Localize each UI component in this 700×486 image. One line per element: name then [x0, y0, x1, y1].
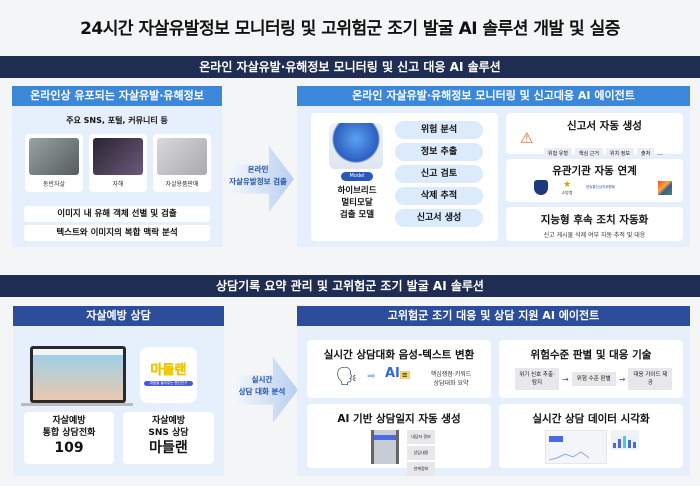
panel-header: 자살예방 상담: [13, 306, 224, 326]
fire-agency-logo-icon: ★소방청: [561, 180, 573, 195]
sns-logos-icon: [658, 180, 672, 195]
arrow-icon: ➡: [367, 371, 376, 382]
monitoring-agent-panel: 온라인 자살유발·유해정보 모니터링 및 신고대응 AI 에이전트 Model …: [297, 86, 690, 247]
panel-header: 온라인상 유포되는 자살유발·유해정보: [12, 86, 222, 106]
page-title: 24시간 자살유발정보 모니터링 및 고위험군 조기 발굴 AI 솔루션 개발 …: [80, 19, 620, 39]
card-title: 실시간 상담 데이터 시각화: [532, 413, 650, 425]
platforms-subtitle: 주요 SNS, 포털, 커뮤니티 등: [66, 116, 168, 125]
dashboard-chart-image: [545, 430, 607, 464]
feature-context-analysis: 텍스트와 이미지의 복합 맥락 분석: [24, 225, 210, 241]
log-items: 내담자 정보 상담내용 연계정보: [407, 430, 435, 476]
speaking-head-icon: 🗣: [335, 366, 358, 387]
image-label: 동반자살: [42, 181, 66, 188]
harmful-info-panel: 온라인상 유포되는 자살유발·유해정보 주요 SNS, 포털, 커뮤니티 등 동…: [12, 86, 222, 247]
image-card: 자해: [89, 134, 147, 192]
image-card: 동반자살: [25, 134, 83, 192]
laptop-base: [21, 403, 133, 406]
panel-header: 고위험군 조기 대응 및 상담 지원 AI 에이전트: [297, 306, 690, 326]
counseling-log-card: AI 기반 상담일지 자동 생성 내담자 정보 상담내용 연계정보: [307, 404, 491, 476]
risk-level-card: 위험수준 판별 및 대응 기술 위기 신호 추출·탐지→ 위험 수준 판별→ 대…: [499, 340, 683, 398]
ai-model-icon: [329, 123, 383, 169]
card-title: 신고서 자동 생성: [567, 120, 642, 132]
counseling-agent-panel: 고위험군 조기 대응 및 상담 지원 AI 에이전트 실시간 상담대화 음성-텍…: [297, 306, 690, 476]
log-screenshot-image: [371, 430, 399, 464]
card-desc: 신고 게시물 삭제 여부 자동 추적 및 대응: [543, 232, 646, 239]
dashboard-bar-image: [611, 430, 639, 450]
model-badge: Model: [341, 172, 373, 181]
step-risk-analysis: 위험 분석: [395, 121, 483, 139]
card-title: 유관기관 자동 연계: [552, 165, 637, 177]
step-report-review: 신고 검토: [395, 165, 483, 183]
kcsc-logo-icon: 방송통신심의위원회: [586, 185, 615, 189]
visualization-card: 실시간 상담 데이터 시각화: [499, 404, 683, 468]
section2-bar: 상담기록 요약 관리 및 고위험군 조기 발굴 AI 솔루션: [0, 275, 700, 297]
image-label: 자해: [112, 181, 124, 188]
rope-image: [29, 138, 79, 175]
step-deletion-tracking: 삭제 추적: [395, 187, 483, 205]
report-warning-icon: ⚠: [520, 129, 534, 147]
card-title: AI 기반 상담일지 자동 생성: [337, 413, 461, 425]
section1-bar: 온라인 자살유발·유해정보 모니터링 및 신고 대응 AI 솔루션: [0, 56, 700, 78]
followup-automation-card: 지능형 후속 조치 자동화 신고 게시물 삭제 여부 자동 추적 및 대응: [506, 207, 683, 241]
image-card: 자살용품판매: [153, 134, 211, 192]
risk-flow: 위기 신호 추출·탐지→ 위험 수준 판별→ 대응 가이드 제공: [515, 368, 673, 390]
step-info-extraction: 정보 추출: [395, 143, 483, 161]
knife-image: [93, 138, 143, 175]
card-title: 위험수준 판별 및 대응 기술: [530, 349, 652, 361]
ai-doc-icon: AI≡: [385, 366, 410, 381]
agency-link-card: 유관기관 자동 연계 ★소방청 방송통신심의위원회: [506, 159, 683, 202]
feature-object-detection: 이미지 내 유해 객체 선별 및 검출: [24, 206, 210, 222]
card-title: 지능형 후속 조치 자동화: [540, 214, 649, 226]
police-logo-icon: [534, 180, 548, 195]
gas-tank-image: [157, 138, 207, 175]
laptop-109-site-image: [30, 346, 126, 403]
panel-header: 온라인 자살유발·유해정보 모니터링 및 신고대응 AI 에이전트: [297, 86, 690, 106]
step-report-generation: 신고서 생성: [395, 209, 483, 227]
image-label: 자살용품판매: [165, 181, 199, 188]
madeullaen-app-icon: 마들랜 마음을 들어주는 랜선친구: [140, 347, 197, 403]
card-title: 실시간 상담대화 음성-텍스트 변환: [323, 349, 475, 361]
